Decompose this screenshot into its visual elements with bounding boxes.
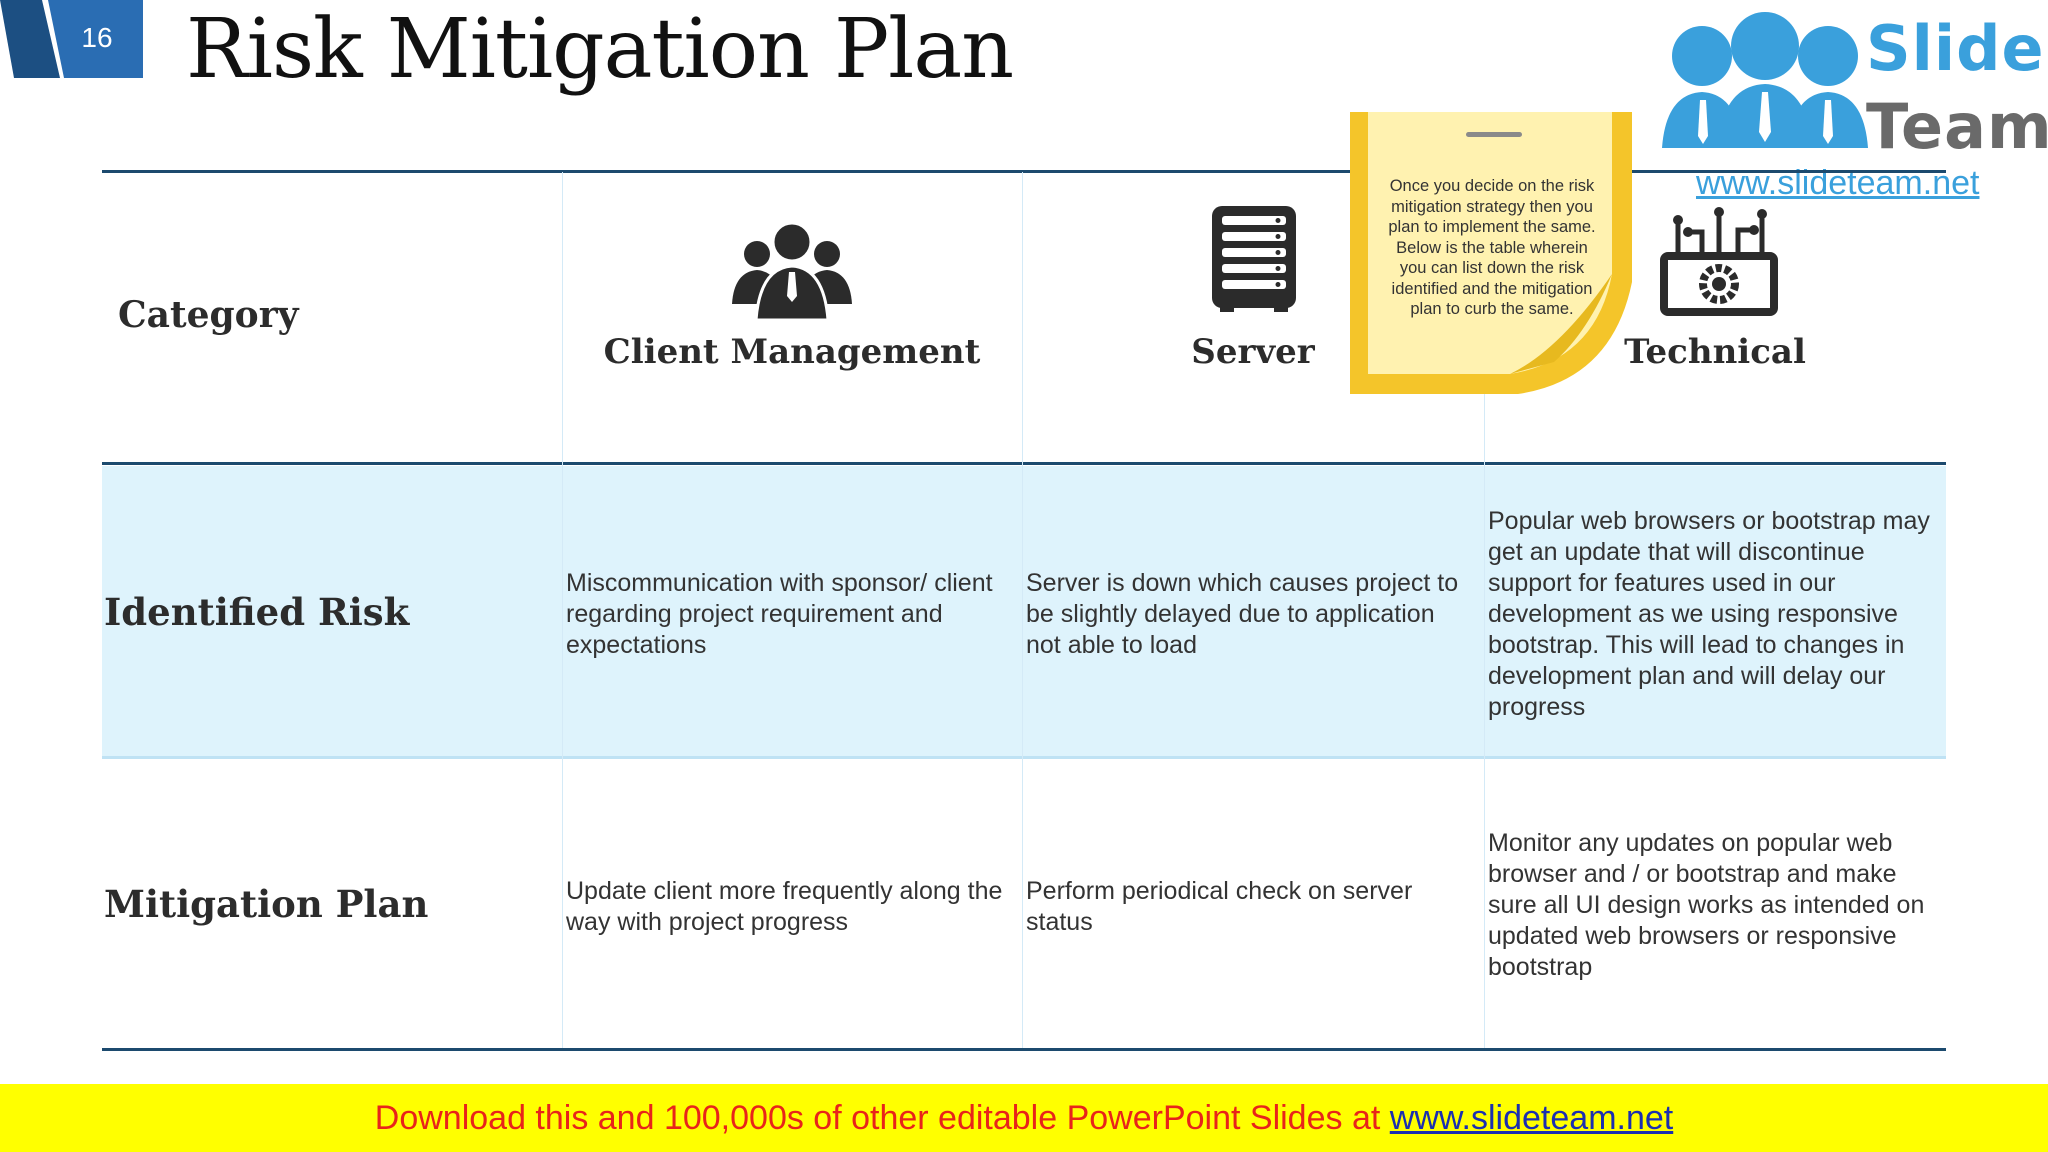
identified-risk-row-band	[102, 466, 1946, 756]
table-top-border	[102, 170, 1946, 173]
people-group-icon	[732, 221, 852, 320]
slide-number-badge: 16	[0, 0, 143, 78]
circuit-gear-icon	[1660, 207, 1778, 316]
logo-word-slide: Slide	[1866, 12, 2045, 85]
row-divider	[102, 756, 1946, 759]
server-rack-icon	[1212, 206, 1296, 312]
column-divider	[1022, 172, 1023, 1048]
column-divider	[562, 172, 563, 1048]
slide-number: 16	[81, 22, 113, 53]
column-header-client-management: Client Management	[603, 332, 981, 372]
cell-mitigation-technical: Monitor any updates on popular web brows…	[1488, 829, 1925, 981]
cell-risk-server: Server is down which causes project to b…	[1026, 569, 1459, 659]
cell-mitigation-server: Perform periodical check on server statu…	[1026, 877, 1413, 936]
column-header-technical: Technical	[1624, 332, 1806, 372]
download-banner-link[interactable]: www.slideteam.net	[1389, 1099, 1674, 1137]
category-label: Category	[118, 294, 299, 336]
table-bottom-border	[102, 1048, 1946, 1051]
sticky-note-text: Once you decide on the risk mitigation s…	[1388, 177, 1596, 318]
cell-risk-client-management: Miscommunication with sponsor/ client re…	[566, 569, 993, 659]
download-banner-text: Download this and 100,000s of other edit…	[374, 1099, 1390, 1137]
slideteam-logo: Slide Team www.slideteam.net	[1640, 0, 2048, 202]
column-header-server: Server	[1191, 332, 1315, 372]
download-banner: Download this and 100,000s of other edit…	[0, 1084, 2048, 1152]
risk-mitigation-table: Category Client Management Server	[102, 170, 1946, 1052]
people-logo-icon	[1662, 12, 1868, 148]
cell-mitigation-client-management: Update client more frequently along the …	[566, 877, 1003, 936]
cell-risk-technical: Popular web browsers or bootstrap may ge…	[1488, 507, 1930, 721]
logo-word-team: Team	[1866, 90, 2048, 163]
header-bottom-border	[102, 462, 1946, 465]
row-label-mitigation-plan: Mitigation Plan	[104, 882, 429, 926]
page-title: Risk Mitigation Plan	[186, 2, 1014, 97]
column-divider	[1484, 172, 1485, 1048]
row-label-identified-risk: Identified Risk	[104, 590, 410, 634]
sticky-note-callout: Once you decide on the risk mitigation s…	[1350, 112, 1632, 394]
